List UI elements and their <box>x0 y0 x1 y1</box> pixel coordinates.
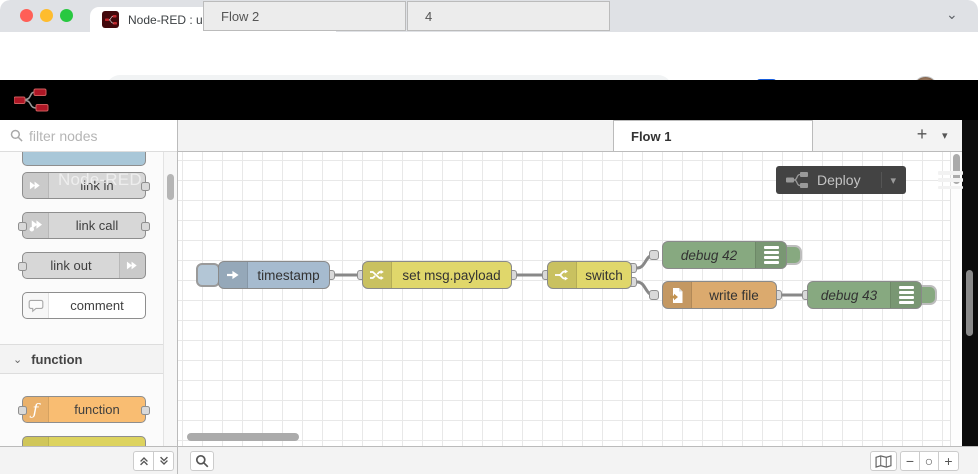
fork-icon <box>548 262 577 288</box>
palette-scrollbar-thumb[interactable] <box>167 174 174 200</box>
double-chevron-up-icon <box>139 457 148 466</box>
node-inject[interactable]: timestamp <box>218 261 330 289</box>
palette-node-comment[interactable]: comment <box>22 292 146 319</box>
node-icon <box>23 437 49 446</box>
palette-node-link-out[interactable]: link out <box>18 252 146 279</box>
inject-arrow-icon <box>219 262 248 288</box>
link-in-icon <box>23 173 49 198</box>
tab-flow-4[interactable]: 4 <box>407 1 610 31</box>
debug-console-icon <box>755 242 786 268</box>
palette-node-function[interactable]: ƒ function <box>18 396 150 423</box>
zoom-in-button[interactable]: + <box>944 453 953 469</box>
input-port[interactable] <box>649 250 659 260</box>
palette-node-partial-bottom[interactable] <box>22 436 146 446</box>
palette-collapse-up-button[interactable] <box>133 451 154 471</box>
palette-category-function[interactable]: ⌄ function <box>0 344 163 374</box>
input-port[interactable] <box>18 406 27 415</box>
page-scrollbar-track <box>962 80 978 474</box>
deploy-options-caret-icon[interactable]: ▾ <box>881 172 896 188</box>
input-port[interactable] <box>18 222 27 231</box>
comment-bubble-icon <box>23 293 49 318</box>
browser-toolbar: Not Secure uk-server:2718/#flow/a5d542fc… <box>0 32 978 103</box>
add-flow-button[interactable]: + <box>916 124 928 144</box>
canvas-vertical-scrollbar-thumb[interactable] <box>953 154 960 184</box>
tab-flow-1[interactable]: Flow 1 <box>613 120 813 152</box>
node-red-favicon <box>102 11 119 28</box>
zoom-controls: − ○ + <box>900 451 959 471</box>
input-port[interactable] <box>649 290 659 300</box>
flow-tabbar <box>178 120 962 152</box>
palette-node-link-call[interactable]: link call <box>18 212 150 239</box>
zoom-reset-button[interactable]: ○ <box>920 452 939 470</box>
palette-search[interactable] <box>0 120 177 152</box>
deploy-button[interactable]: Deploy ▾ <box>776 166 906 194</box>
node-write-file[interactable]: write file <box>662 281 777 309</box>
canvas-vertical-scrollbar <box>950 152 962 446</box>
palette-list: link in link call link out <box>0 152 163 446</box>
node-debug-42[interactable]: debug 42 <box>662 241 787 269</box>
file-icon <box>663 282 692 308</box>
link-out-icon <box>119 253 145 278</box>
input-port[interactable] <box>18 262 27 271</box>
shuffle-icon <box>363 262 392 288</box>
node-switch[interactable]: switch <box>547 261 632 289</box>
inject-trigger-button[interactable] <box>196 263 220 287</box>
output-port[interactable] <box>141 406 150 415</box>
map-icon <box>875 454 892 468</box>
node-red-header: Node-RED Deploy ▾ <box>0 80 978 194</box>
palette-node-partial-top[interactable] <box>22 152 146 166</box>
close-window-button[interactable] <box>20 9 33 22</box>
footer-bar: − ○ + <box>0 446 978 474</box>
deploy-label: Deploy <box>817 172 861 188</box>
search-icon <box>10 129 23 142</box>
debug-console-icon <box>890 282 921 308</box>
app-title: Node-RED <box>58 170 142 189</box>
page-scrollbar-thumb[interactable] <box>966 270 973 336</box>
node-change[interactable]: set msg.payload <box>362 261 512 289</box>
flow-canvas[interactable]: timestamp set msg.payload switch debug 4… <box>178 152 950 446</box>
search-icon <box>195 454 209 468</box>
category-chevron-icon: ⌄ <box>13 353 23 366</box>
palette-sidebar: link in link call link out <box>0 120 178 474</box>
filter-nodes-input[interactable] <box>29 127 159 144</box>
canvas-horizontal-scrollbar-thumb[interactable] <box>187 433 299 441</box>
palette-node-link-in[interactable]: link in <box>22 172 150 199</box>
deploy-icon <box>786 172 808 188</box>
minimize-window-button[interactable] <box>40 9 53 22</box>
tab-flow-2[interactable]: Flow 2 <box>203 1 406 31</box>
node-debug-43[interactable]: debug 43 <box>807 281 922 309</box>
link-call-icon <box>23 213 49 238</box>
navigator-map-button[interactable] <box>870 451 897 471</box>
palette-scrollbar <box>163 152 177 446</box>
double-chevron-down-icon <box>159 456 168 465</box>
zoom-out-button[interactable]: − <box>901 452 920 470</box>
footer-divider <box>177 447 178 474</box>
main-menu-button[interactable] <box>938 171 963 189</box>
output-port[interactable] <box>141 182 150 191</box>
tab-overflow-chevron-icon[interactable]: ⌄ <box>946 6 958 22</box>
flow-list-caret-icon[interactable]: ▾ <box>942 130 948 142</box>
palette-collapse-down-button[interactable] <box>153 451 174 471</box>
search-flows-button[interactable] <box>190 451 214 471</box>
fullscreen-window-button[interactable] <box>60 9 73 22</box>
function-icon: ƒ <box>23 397 49 422</box>
output-port[interactable] <box>141 222 150 231</box>
node-red-logo <box>14 88 49 112</box>
